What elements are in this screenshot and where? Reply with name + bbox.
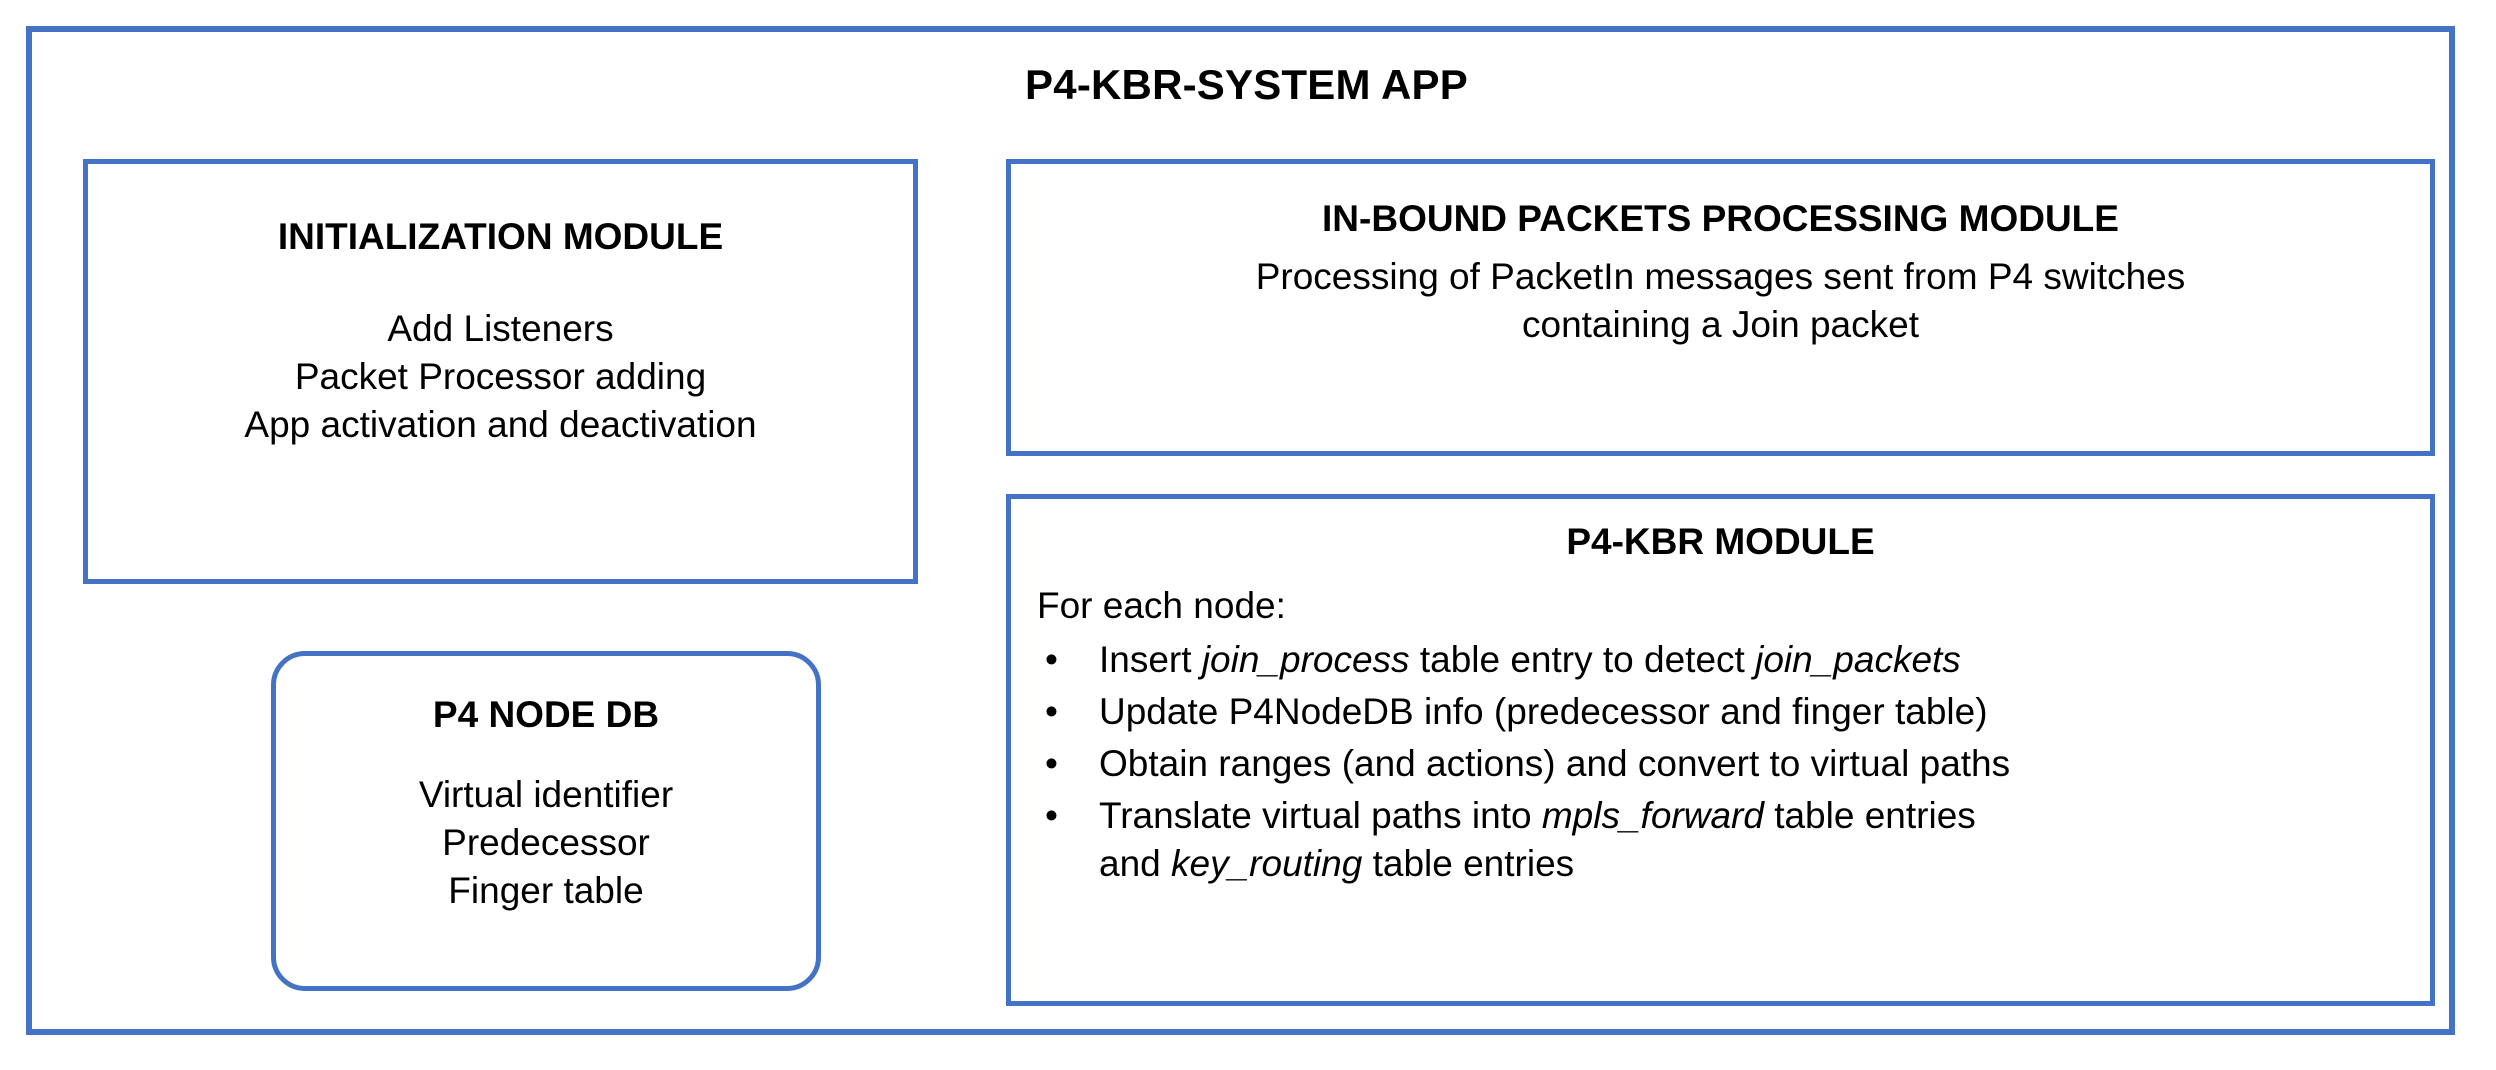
inbound-packets-module-title: IN-BOUND PACKETS PROCESSING MODULE bbox=[1322, 198, 2119, 239]
text-line: containing a Join packet bbox=[1522, 303, 1919, 345]
bullet-text: Insert join_process table entry to detec… bbox=[1099, 636, 2430, 684]
bullet-text: Update P4NodeDB info (predecessor and fi… bbox=[1099, 688, 2430, 736]
bullet-item: • Obtain ranges (and actions) and convert… bbox=[1037, 740, 2430, 788]
app-title: P4-KBR-SYSTEM APP bbox=[1025, 61, 1468, 108]
bullet-item: • Insert join_process table entry to dete… bbox=[1037, 636, 2430, 684]
text-line: Predecessor bbox=[442, 821, 650, 863]
p4-kbr-module-title: P4-KBR MODULE bbox=[1566, 521, 1875, 562]
bullet-item: • Update P4NodeDB info (predecessor and f… bbox=[1037, 688, 2430, 736]
text-line: App activation and deactivation bbox=[244, 403, 757, 445]
bullet-text: Obtain ranges (and actions) and convert … bbox=[1099, 740, 2430, 788]
p4-kbr-module-box: P4-KBR MODULE For each node: • Insert joi… bbox=[1006, 494, 2435, 1006]
text-line: Finger table bbox=[448, 869, 644, 911]
bullet-dot-icon: • bbox=[1045, 690, 1058, 732]
plain-text: table entry to detect bbox=[1409, 638, 1756, 680]
plain-text: and bbox=[1099, 843, 1172, 885]
inbound-packets-module-body: Processing of PacketIn messages sent fro… bbox=[1011, 253, 2430, 349]
plain-text: table entries bbox=[1763, 794, 1976, 836]
text-line: Packet Processor adding bbox=[294, 355, 707, 397]
bullet-dot-icon: • bbox=[1045, 742, 1058, 784]
code-term: join_process bbox=[1201, 638, 1410, 680]
bullet-dot-icon: • bbox=[1045, 794, 1058, 836]
bullet-text: Translate virtual paths into mpls_forwar… bbox=[1099, 792, 2430, 888]
bullet-item: • Translate virtual paths into mpls_forwa… bbox=[1037, 792, 2430, 888]
inbound-packets-module-box: IN-BOUND PACKETS PROCESSING MODULE Proce… bbox=[1006, 159, 2435, 456]
plain-text: Translate virtual paths into bbox=[1099, 794, 1542, 836]
bullet-dot-icon: • bbox=[1045, 638, 1058, 680]
plain-text: table entries bbox=[1362, 843, 1575, 885]
text-line: Processing of PacketIn messages sent fro… bbox=[1255, 255, 2186, 297]
plain-text: Update P4NodeDB info (predecessor and fi… bbox=[1099, 690, 1988, 732]
app-frame: P4-KBR-SYSTEM APP INITIALIZATION MODULE … bbox=[26, 26, 2455, 1035]
p4-kbr-bullet-list: • Insert join_process table entry to dete… bbox=[1037, 636, 2430, 888]
p4-kbr-intro-text: For each node: bbox=[1037, 584, 1286, 626]
code-term: key_routing bbox=[1171, 843, 1363, 885]
code-term: mpls_forward bbox=[1541, 794, 1764, 836]
code-term: join_packets bbox=[1755, 638, 1961, 680]
plain-text: Obtain ranges (and actions) and convert … bbox=[1099, 742, 2011, 784]
p4-node-db-title: P4 NODE DB bbox=[432, 694, 660, 735]
text-line: Add Listeners bbox=[387, 307, 614, 349]
text-line: Virtual identifier bbox=[418, 773, 674, 815]
plain-text: Insert bbox=[1099, 638, 1202, 680]
p4-kbr-module-body: For each node: • Insert join_process tabl… bbox=[1011, 582, 2430, 889]
initialization-module-title: INITIALIZATION MODULE bbox=[277, 216, 724, 257]
